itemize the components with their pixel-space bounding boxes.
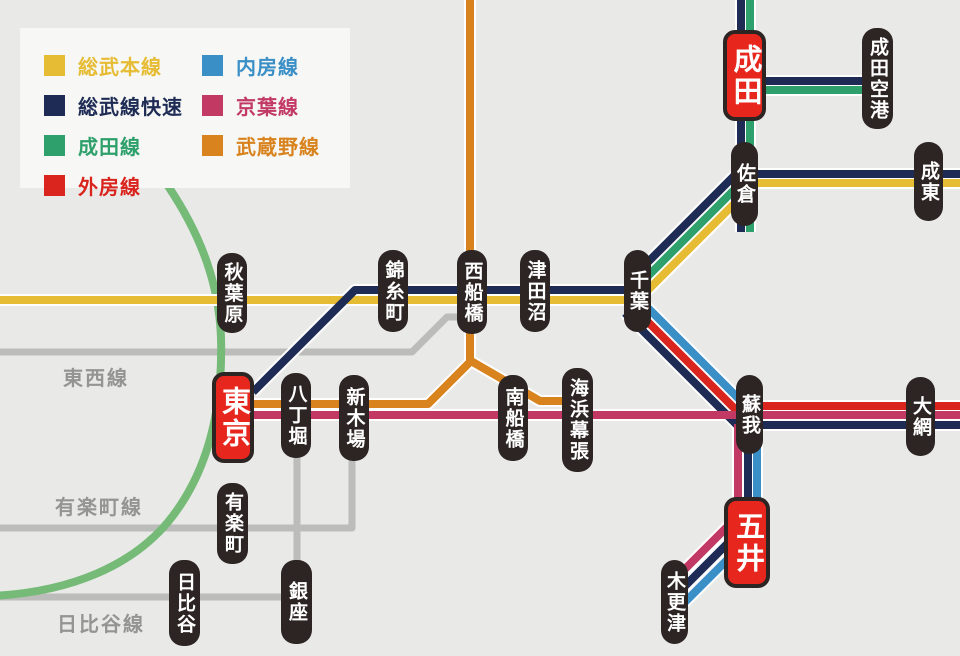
legend-swatch-sotobo (44, 175, 65, 196)
station-kinshicho: 錦糸町 (378, 250, 408, 332)
line-loop-green (0, 183, 226, 600)
legend-swatch-narita (44, 135, 65, 156)
station-nishi-funabashi: 西船橋 (457, 250, 487, 334)
station-minami-funabashi: 南船橋 (498, 375, 528, 461)
station-oami: 大網 (906, 377, 935, 456)
legend-swatch-musashino (202, 135, 223, 156)
legend-item-narita: 成田線 (44, 131, 202, 160)
legend-label-sobu-rapid: 総武線快速 (78, 97, 183, 119)
legend-item-uchibo: 内房線 (202, 51, 320, 80)
legend-swatch-keiyo (202, 95, 223, 116)
legend-swatch-uchibo (202, 55, 223, 76)
legend-item-keiyo: 京葉線 (202, 91, 320, 120)
line-yurakucho-gray (0, 456, 356, 532)
station-sakura: 佐倉 (731, 142, 758, 226)
legend-item-musashino: 武蔵野線 (202, 131, 320, 160)
line-label-hibiya: 日比谷線 (57, 614, 145, 636)
station-akihabara: 秋葉原 (217, 253, 247, 333)
station-hibiya: 日比谷 (169, 560, 200, 646)
station-shin-kiba: 新木場 (339, 375, 369, 461)
station-narita: 成田 (723, 30, 766, 121)
station-hatchobori: 八丁堀 (281, 373, 311, 458)
station-chiba: 千葉 (624, 250, 651, 332)
legend-swatch-sobu-rapid (44, 95, 65, 116)
legend-column-2: 内房線 京葉線 武蔵野線 (202, 51, 320, 188)
station-kisarazu: 木更津 (661, 560, 688, 644)
legend-label-sobu-main: 総武本線 (78, 57, 162, 79)
station-goi: 五井 (724, 497, 770, 588)
legend-label-musashino: 武蔵野線 (236, 137, 320, 159)
station-soga: 蘇我 (736, 375, 763, 454)
station-ginza: 銀座 (281, 560, 312, 644)
legend-column-1: 総武本線 総武線快速 成田線 外房線 (44, 51, 202, 199)
station-tsudanuma: 津田沼 (520, 250, 550, 332)
legend-label-uchibo: 内房線 (236, 57, 299, 79)
legend: 総武本線 総武線快速 成田線 外房線 内房線 京葉線 (20, 28, 350, 199)
legend-swatch-sobu-main (44, 55, 65, 76)
legend-item-sotobo: 外房線 (44, 171, 202, 200)
station-yurakucho: 有楽町 (217, 483, 248, 564)
line-label-tozai: 東西線 (63, 368, 129, 390)
line-label-yurakucho: 有楽町線 (55, 497, 143, 519)
legend-item-sobu-rapid: 総武線快速 (44, 91, 202, 120)
station-narita-airport: 成田空港 (862, 28, 893, 129)
station-kaihin-makuhari: 海浜幕張 (562, 368, 593, 472)
legend-label-narita: 成田線 (78, 137, 141, 159)
station-naruto: 成東 (914, 142, 943, 221)
legend-label-sotobo: 外房線 (78, 177, 141, 199)
legend-label-keiyo: 京葉線 (236, 97, 299, 119)
legend-item-sobu-main: 総武本線 (44, 51, 202, 80)
station-tokyo: 東京 (212, 372, 254, 463)
